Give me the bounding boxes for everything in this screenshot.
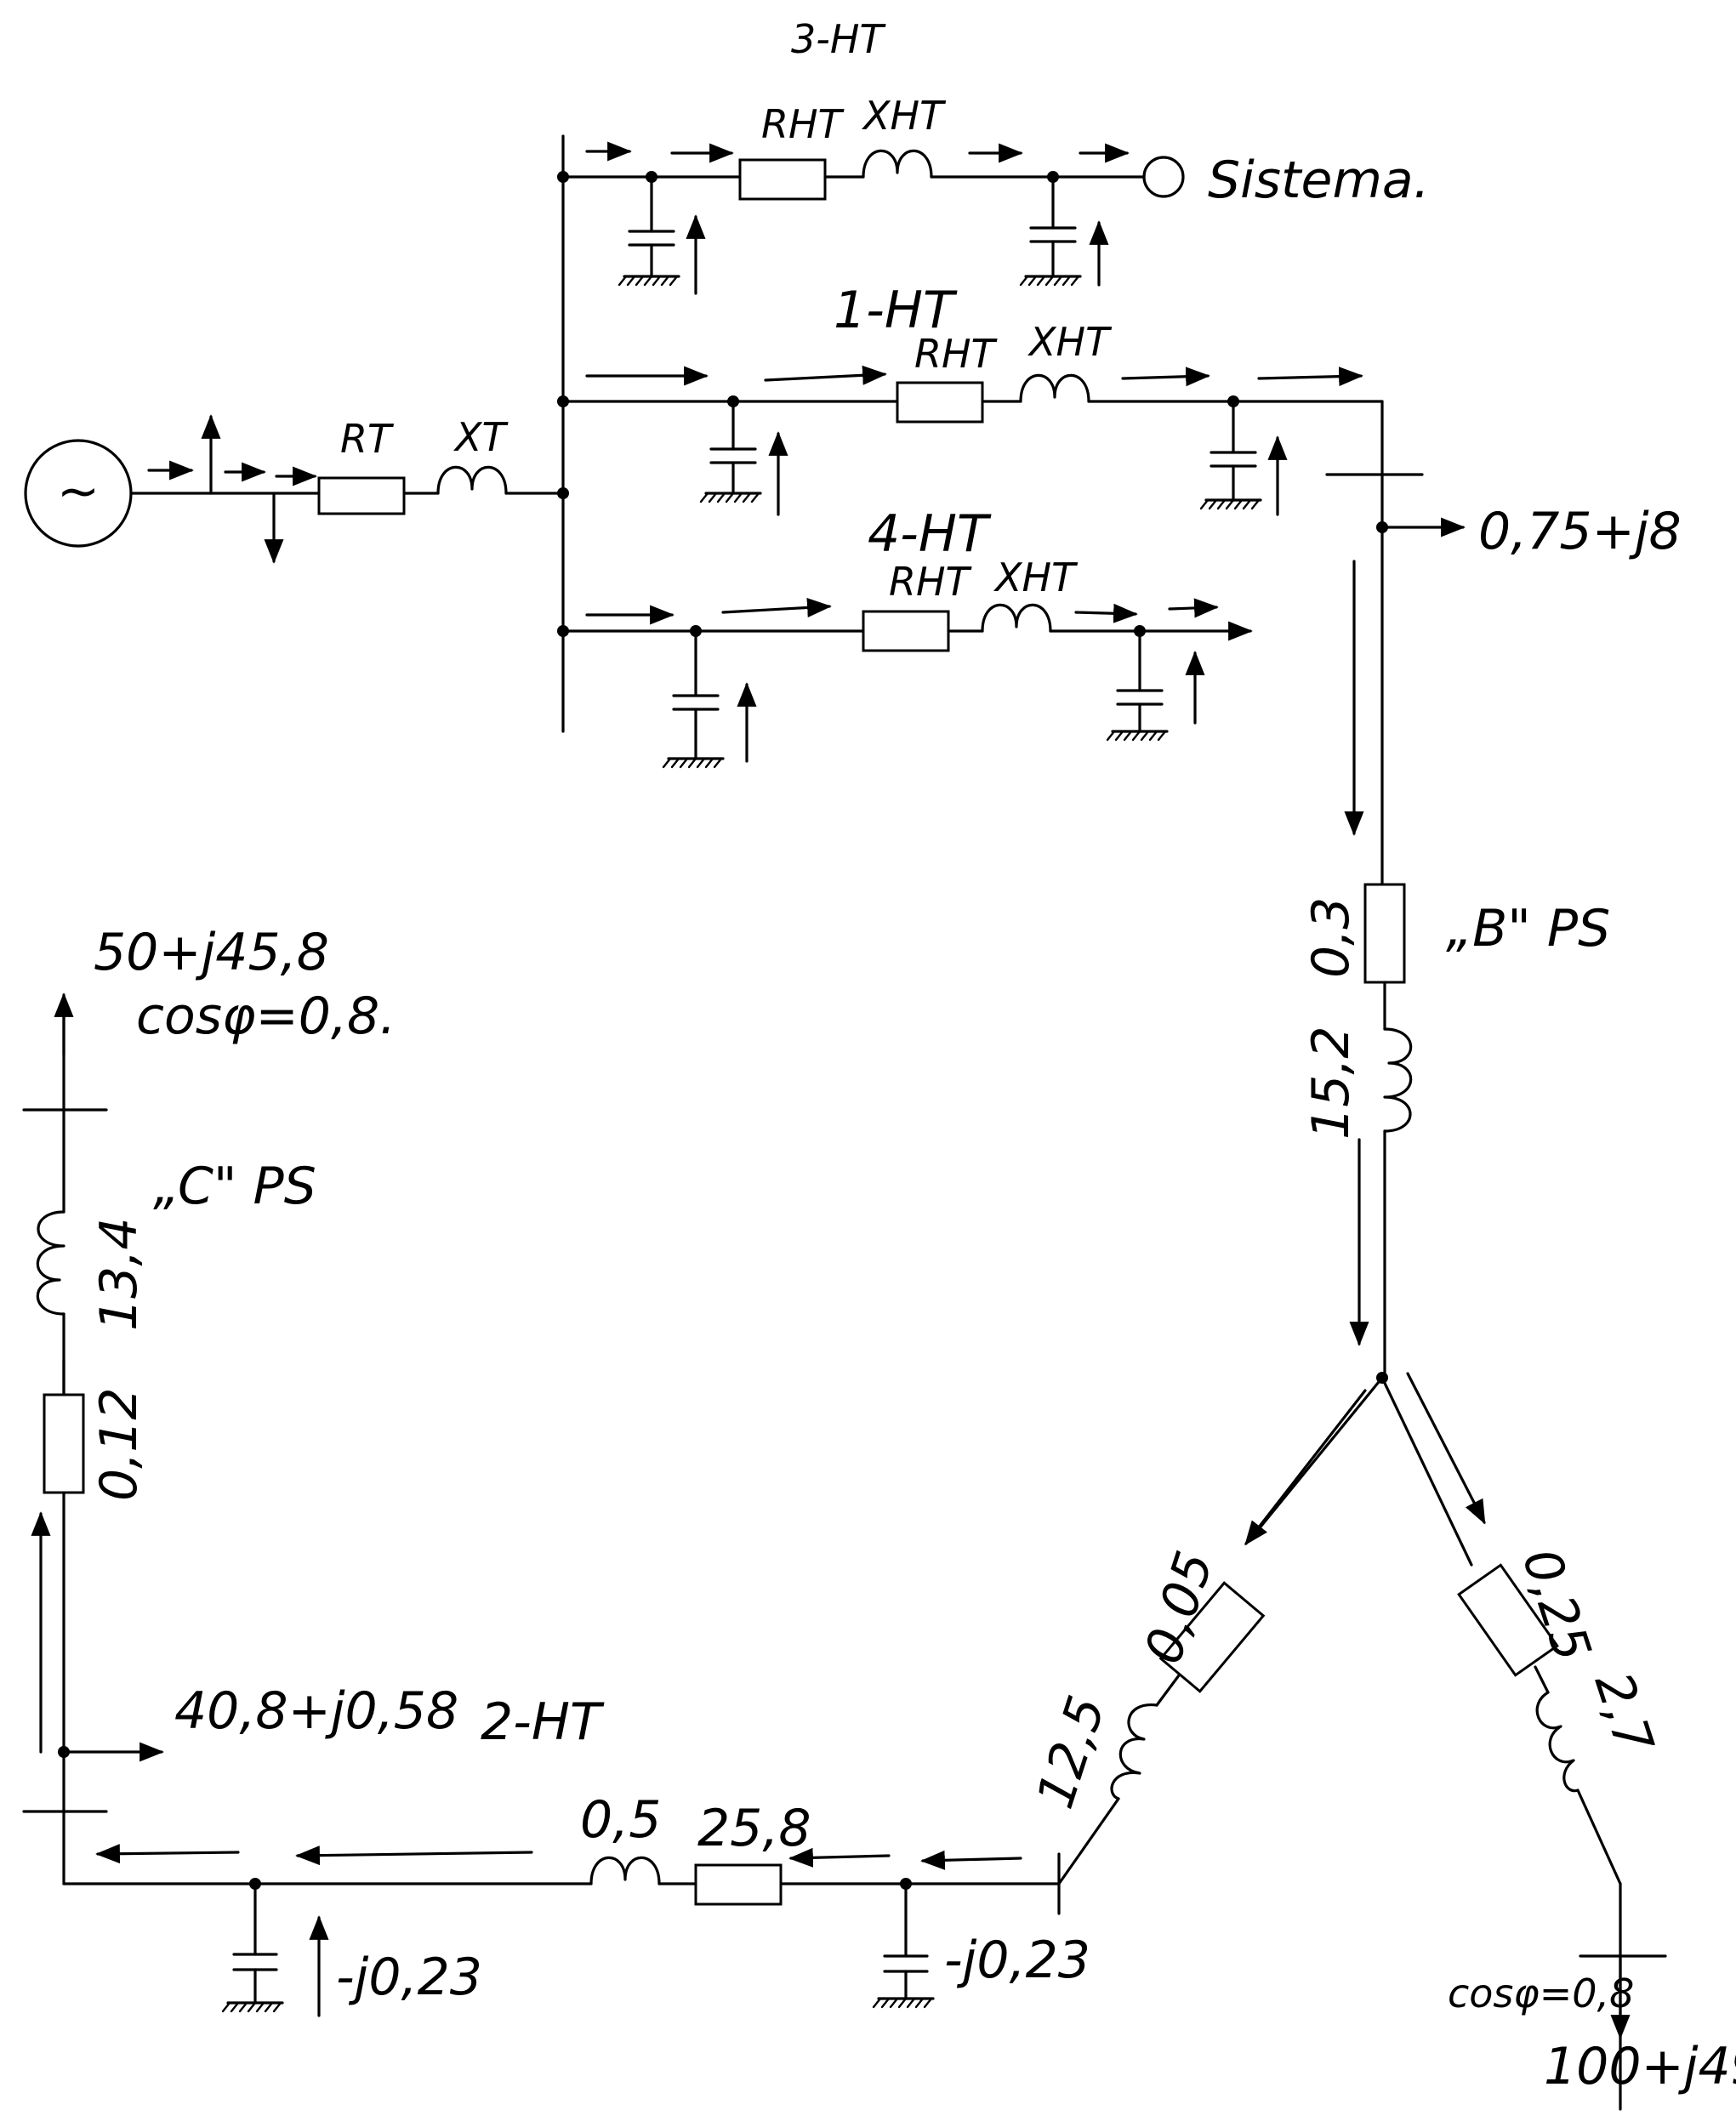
line-4-reactor (981, 603, 1052, 633)
flow-arrow (95, 1844, 240, 1864)
line-1-x-label: XHT (1027, 319, 1113, 365)
flow-arrow (1257, 367, 1363, 387)
left-branch-reactor (1110, 1703, 1158, 1800)
flow-arrow (1168, 598, 1219, 618)
flow-arrow (764, 365, 887, 385)
c-top-cos: cosφ=0,8. (136, 987, 396, 1046)
line-1-resistor (896, 381, 984, 424)
shunt-left-value: -j0,23 (336, 1948, 482, 2007)
flow-arrow (1074, 603, 1138, 623)
line-3-reactor (862, 149, 933, 179)
flow-arrow (788, 1847, 891, 1868)
right-branch-cos: cosφ=0,8 (1448, 1971, 1634, 2016)
b-x-value: 15,2 (1301, 1026, 1361, 1140)
line-2-title: 2-HT (481, 1692, 605, 1752)
flow-arrow (1406, 1372, 1486, 1525)
system-label: Sistema. (1208, 151, 1430, 210)
flow-arrow (295, 1845, 533, 1866)
generator: ~ (24, 439, 133, 548)
line-4-x-label: XHT (993, 554, 1079, 600)
c-ps-resistor (43, 1393, 85, 1494)
flow-arrow (920, 1850, 1022, 1870)
line-3-r-label: RHT (761, 101, 845, 147)
line-3-title: 3-HT (791, 16, 886, 62)
right-branch-resistor (1457, 1563, 1559, 1677)
transformer-x-label: XT (453, 414, 509, 460)
line-2-r-value: 25,8 (697, 1799, 811, 1858)
b-ps-resistor (1363, 883, 1406, 984)
c-ps-label: „C" PS (153, 1157, 316, 1216)
flow-arrow (1244, 1389, 1367, 1546)
c-ps-reactor (36, 1210, 65, 1316)
right-branch-reactor (1535, 1691, 1579, 1793)
c-bottom-load: 40,8+j0,58 (174, 1681, 458, 1741)
line-4-r-label: RHT (889, 559, 973, 605)
b-r-value: 0,3 (1301, 897, 1361, 978)
c-r-value: 0,12 (89, 1387, 149, 1501)
line-1-reactor (1019, 373, 1090, 403)
right-branch-x-value: 2,7 (1583, 1665, 1665, 1760)
flow-arrow (721, 597, 832, 617)
line-3-resistor (738, 158, 827, 201)
line-2-reactor (589, 1856, 661, 1885)
transformer-r-label: RT (340, 416, 395, 462)
generator-symbol: ~ (57, 462, 100, 521)
flow-arrow (1121, 367, 1210, 387)
system-node (1142, 156, 1185, 198)
shunt-right-value: -j0,23 (944, 1931, 1090, 1990)
b-bus-load: 0,75+j8 (1478, 502, 1682, 561)
line-4-title: 4-HT (868, 504, 992, 564)
b-ps-reactor (1383, 1027, 1413, 1133)
line-2-x-value: 0,5 (580, 1790, 661, 1850)
transformer-reactor (436, 465, 508, 495)
left-branch-resistor (1158, 1581, 1266, 1693)
line-1-r-label: RHT (914, 331, 999, 377)
line-4-resistor (862, 610, 950, 652)
transformer-resistor (317, 476, 406, 515)
right-branch-load: 100+j49 (1544, 2037, 1736, 2096)
b-ps-label: „B" PS (1446, 899, 1610, 958)
c-x-value: 13,4 (89, 1217, 149, 1331)
left-branch-x-value: 12,5 (1026, 1689, 1118, 1816)
line-3-x-label: XHT (862, 93, 947, 139)
line-2-resistor (694, 1863, 783, 1906)
line-1-title: 1-HT (834, 281, 958, 340)
c-top-load: 50+j45,8 (94, 923, 329, 982)
